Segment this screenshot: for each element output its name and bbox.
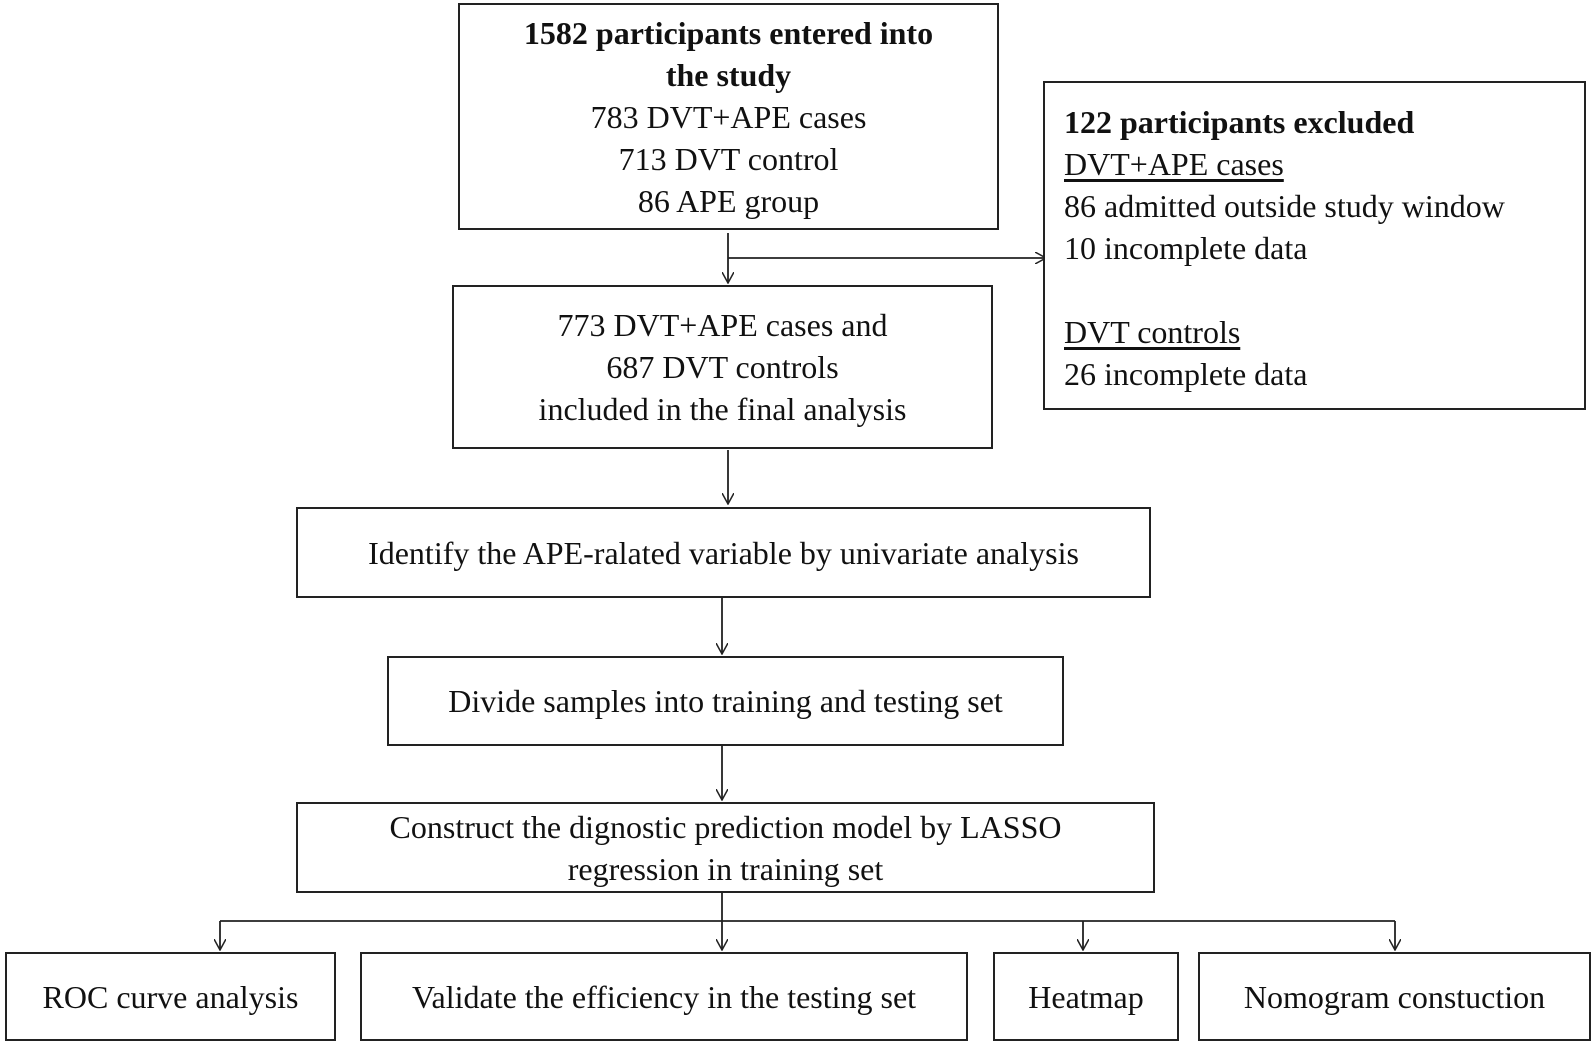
enrollment-line3: 86 APE group <box>637 182 820 219</box>
included-line3: included in the final analysis <box>538 391 907 427</box>
divide-box: Divide samples into training and testing… <box>387 656 1064 746</box>
excluded-box: 122 participants excluded DVT+APE cases … <box>1043 81 1586 410</box>
excluded-group2-header: DVT controls <box>1064 314 1241 350</box>
included-line1: 773 DVT+APE cases and <box>557 307 888 343</box>
validate-box: Validate the efficiency in the testing s… <box>360 952 968 1041</box>
excluded-group1-line1: 86 admitted outside study window <box>1064 188 1505 224</box>
univariate-box: Identify the APE-ralated variable by uni… <box>296 507 1151 598</box>
lasso-line2: regression in training set <box>567 850 884 887</box>
univariate-text: Identify the APE-ralated variable by uni… <box>368 534 1079 571</box>
heatmap-text: Heatmap <box>1028 978 1144 1015</box>
excluded-group2-line1: 26 incomplete data <box>1064 356 1308 392</box>
excluded-group1-header: DVT+APE cases <box>1064 146 1284 182</box>
lasso-line1: Construct the dignostic prediction model… <box>389 808 1062 845</box>
excluded-title: 122 participants excluded <box>1064 104 1415 140</box>
enrollment-title-line1: 1582 participants entered into <box>523 14 934 51</box>
excluded-group1-line2: 10 incomplete data <box>1064 230 1308 266</box>
enrollment-line2: 713 DVT control <box>618 140 839 177</box>
enrollment-title-line2: the study <box>665 56 792 93</box>
roc-text: ROC curve analysis <box>42 978 299 1015</box>
enrollment-box: 1582 participants entered into the study… <box>458 3 999 230</box>
validate-text: Validate the efficiency in the testing s… <box>411 978 917 1015</box>
heatmap-box: Heatmap <box>993 952 1179 1041</box>
enrollment-line1: 783 DVT+APE cases <box>590 98 867 135</box>
nomogram-text: Nomogram constuction <box>1243 978 1546 1015</box>
roc-box: ROC curve analysis <box>5 952 336 1041</box>
nomogram-box: Nomogram constuction <box>1198 952 1591 1041</box>
lasso-box: Construct the dignostic prediction model… <box>296 802 1155 893</box>
included-line2: 687 DVT controls <box>606 349 839 385</box>
divide-text: Divide samples into training and testing… <box>448 683 1003 719</box>
included-box: 773 DVT+APE cases and 687 DVT controls i… <box>452 285 993 449</box>
